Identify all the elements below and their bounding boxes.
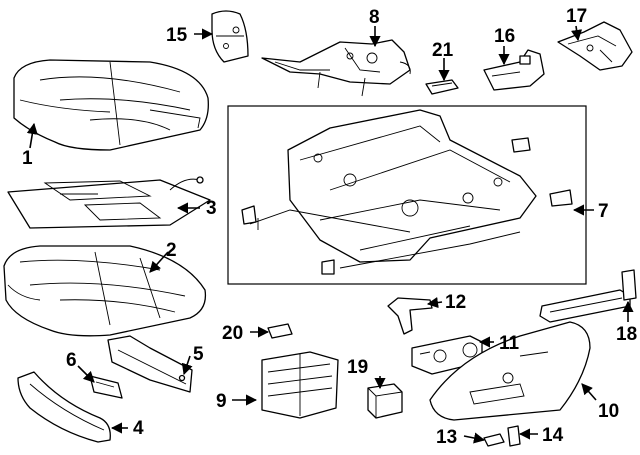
- callout-9: 9: [216, 391, 227, 412]
- callout-2: 2: [166, 240, 177, 261]
- leader-lines: [26, 25, 634, 444]
- callout-6: 6: [66, 350, 77, 371]
- part-7-seat-frame: [227, 105, 587, 285]
- callout-18: 18: [616, 324, 637, 345]
- callout-12: 12: [445, 292, 466, 313]
- part-19-module: [367, 383, 403, 419]
- part-8-track-mechanism: [261, 39, 411, 97]
- part-5-side-trim: [107, 335, 193, 393]
- callout-4: 4: [133, 418, 144, 439]
- part-14-knob: [507, 425, 521, 447]
- callout-19: 19: [347, 357, 368, 378]
- part-3-heater-mat: [7, 176, 211, 229]
- part-9-harness: [261, 351, 339, 419]
- part-17-harness-bracket: [557, 21, 633, 71]
- part-1-cushion-pad: [13, 59, 209, 151]
- part-4-front-shield: [17, 371, 111, 443]
- part-15-bracket: [211, 10, 249, 63]
- callout-15: 15: [166, 25, 188, 46]
- callout-20: 20: [222, 323, 243, 344]
- part-12-lever: [387, 297, 433, 335]
- callout-labels: 1 2 3 4 5 6 7 8 9 10 11 12 13 14 15 16 1…: [22, 6, 637, 448]
- part-16-actuator: [483, 49, 545, 91]
- callout-10: 10: [598, 401, 619, 422]
- part-21-clip: [425, 79, 459, 95]
- callout-8: 8: [369, 7, 380, 28]
- part-13-knob: [483, 433, 505, 447]
- part-20-connector: [267, 323, 293, 339]
- callout-14: 14: [542, 425, 564, 446]
- callout-3: 3: [206, 198, 217, 219]
- callout-1: 1: [22, 148, 33, 169]
- callout-16: 16: [494, 26, 515, 47]
- part-10-side-panel: [429, 321, 591, 421]
- callout-21: 21: [432, 40, 454, 61]
- callout-11: 11: [499, 333, 520, 354]
- callout-7: 7: [598, 201, 609, 222]
- part-18-track-rail: [539, 269, 637, 323]
- callout-17: 17: [566, 6, 587, 27]
- callout-5: 5: [193, 344, 204, 365]
- part-6-switch-bezel: [89, 375, 123, 399]
- callout-13: 13: [436, 427, 457, 448]
